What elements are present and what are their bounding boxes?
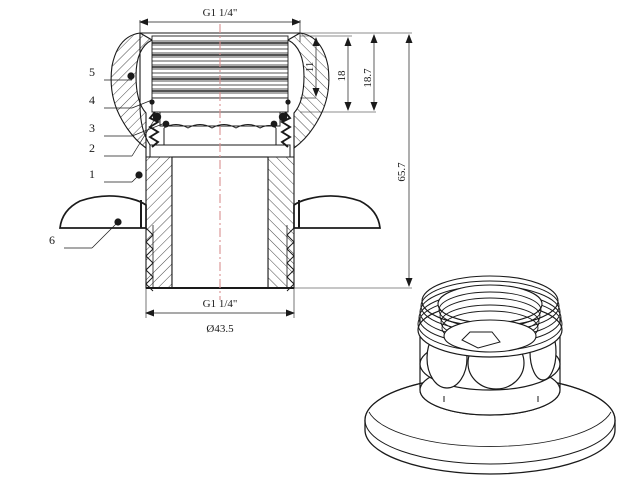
dim-label-11: 11 bbox=[304, 62, 316, 73]
bottom-thread-label: G1 1/4" bbox=[203, 298, 238, 310]
dim-label-65-7: 65.7 bbox=[396, 162, 408, 182]
callout-leaders bbox=[64, 75, 166, 249]
main-body bbox=[145, 148, 295, 292]
callout-label-3: 3 bbox=[89, 121, 95, 135]
flange-wings bbox=[59, 195, 381, 229]
bottom-dimensions: G1 1/4" Ø43.5 bbox=[145, 288, 295, 335]
callout-label-2: 2 bbox=[89, 141, 95, 155]
dim-label-18: 18 bbox=[336, 70, 348, 82]
callout-label-6: 6 bbox=[49, 233, 55, 247]
top-thread-label: G1 1/4" bbox=[203, 7, 238, 19]
callout-dots bbox=[114, 72, 143, 226]
flange-diameter-label: Ø43.5 bbox=[206, 323, 234, 335]
callout-label-1: 1 bbox=[89, 167, 95, 181]
isometric-view-group bbox=[364, 275, 616, 475]
callout-label-4: 4 bbox=[89, 93, 95, 107]
callout-label-5: 5 bbox=[89, 65, 95, 79]
vertical-dimensions: 11 18 18.7 65.7 bbox=[294, 32, 413, 289]
section-view-group: G1 1/4" bbox=[49, 7, 413, 335]
top-dimension: G1 1/4" bbox=[139, 7, 301, 42]
dim-label-18-7: 18.7 bbox=[362, 68, 374, 88]
